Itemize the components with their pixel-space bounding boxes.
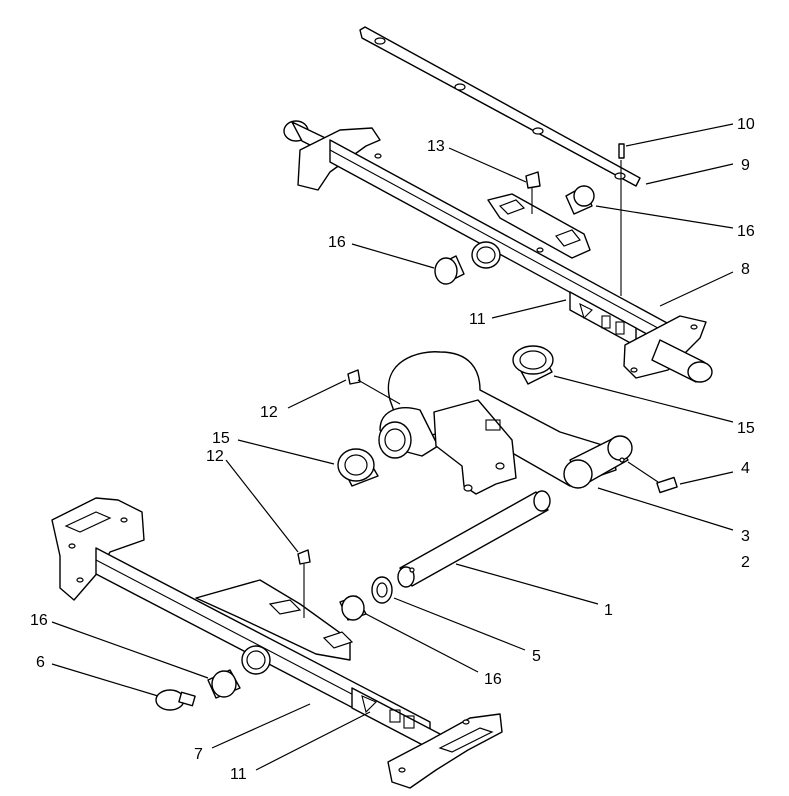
bolt	[627, 461, 678, 494]
callout-6: 6	[36, 654, 45, 671]
callout-16: 16	[30, 612, 48, 629]
callout-labels: 10 9 16 13 16 8 11 12 15 15 4 12 3 2 1 1…	[30, 116, 755, 783]
grease-fitting-arm	[347, 369, 401, 405]
leader-lines	[51, 123, 734, 771]
upper-bushings	[434, 185, 595, 285]
washer	[371, 576, 393, 604]
callout-7: 7	[194, 746, 203, 763]
flat-plate	[359, 26, 641, 187]
callout-11: 11	[469, 311, 486, 328]
callout-15: 15	[737, 420, 755, 437]
grease-fitting-upper	[525, 171, 541, 214]
lower-frame	[51, 497, 503, 789]
callout-11: 11	[230, 766, 247, 783]
callout-13: 13	[427, 138, 445, 155]
callout-16: 16	[737, 223, 755, 240]
callout-3: 3	[741, 528, 750, 545]
callout-4: 4	[741, 460, 750, 477]
callout-9: 9	[741, 157, 750, 174]
pivot-shaft	[397, 490, 551, 588]
upper-frame-tube	[283, 120, 713, 383]
pin-part-10	[618, 143, 625, 296]
flanged-bushings	[337, 345, 554, 487]
callout-12: 12	[260, 404, 278, 421]
callout-12: 12	[206, 448, 224, 465]
callout-10: 10	[737, 116, 755, 133]
lower-bushings	[207, 595, 367, 699]
callout-15: 15	[212, 430, 230, 447]
grease-fitting-frame	[297, 549, 311, 618]
lynch-pin	[155, 689, 196, 711]
callout-16: 16	[328, 234, 346, 251]
callout-16: 16	[484, 671, 502, 688]
callout-1: 1	[604, 602, 613, 619]
callout-8: 8	[741, 261, 750, 278]
pivot-arm	[378, 351, 633, 495]
callout-2: 2	[741, 554, 750, 571]
callout-5: 5	[532, 648, 541, 665]
